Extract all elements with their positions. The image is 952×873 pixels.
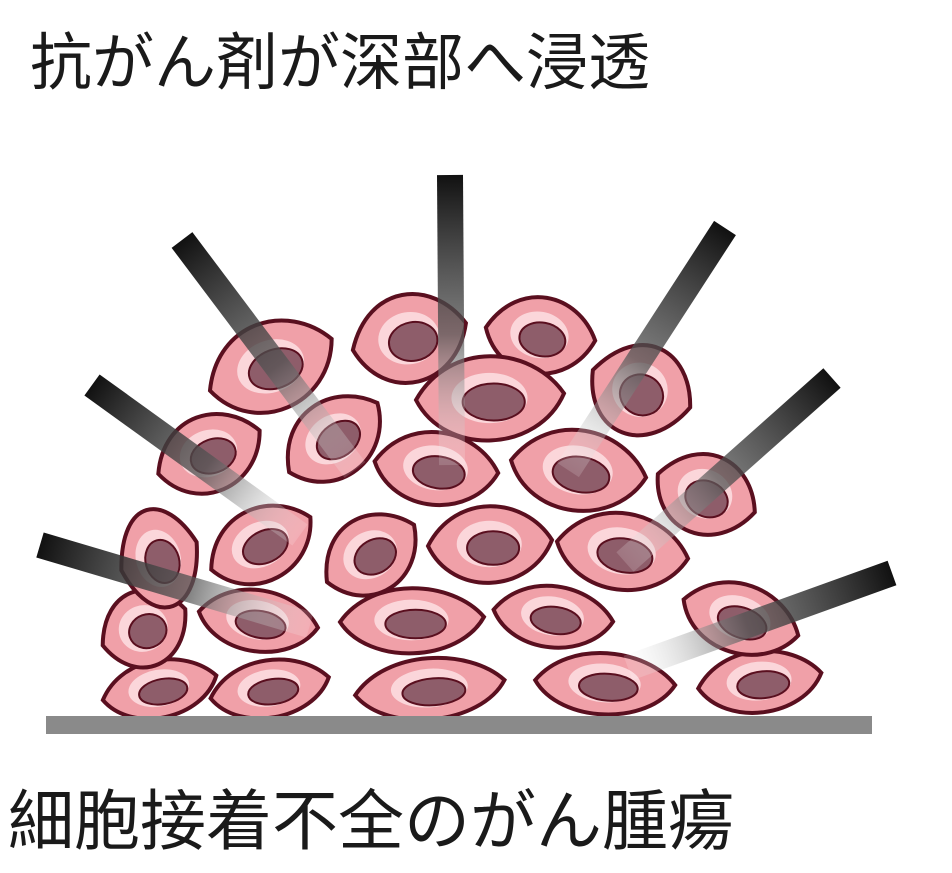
cell-nucleus [467,531,519,565]
tumor-cell-icon [340,588,484,653]
diagram-caption: 細胞接着不全のがん腫瘍 [8,776,948,868]
tumor-cell-icon [695,646,824,718]
tumor-cell-icon [489,578,616,655]
tumor-cell-icon [353,653,507,725]
cell-nucleus [463,384,525,421]
tumor-cell-icon [206,652,333,726]
substrate-line [46,716,872,734]
tumor-cell-icon [428,506,552,583]
cell-nucleus [385,610,445,639]
drug-beam-icon [450,175,452,465]
